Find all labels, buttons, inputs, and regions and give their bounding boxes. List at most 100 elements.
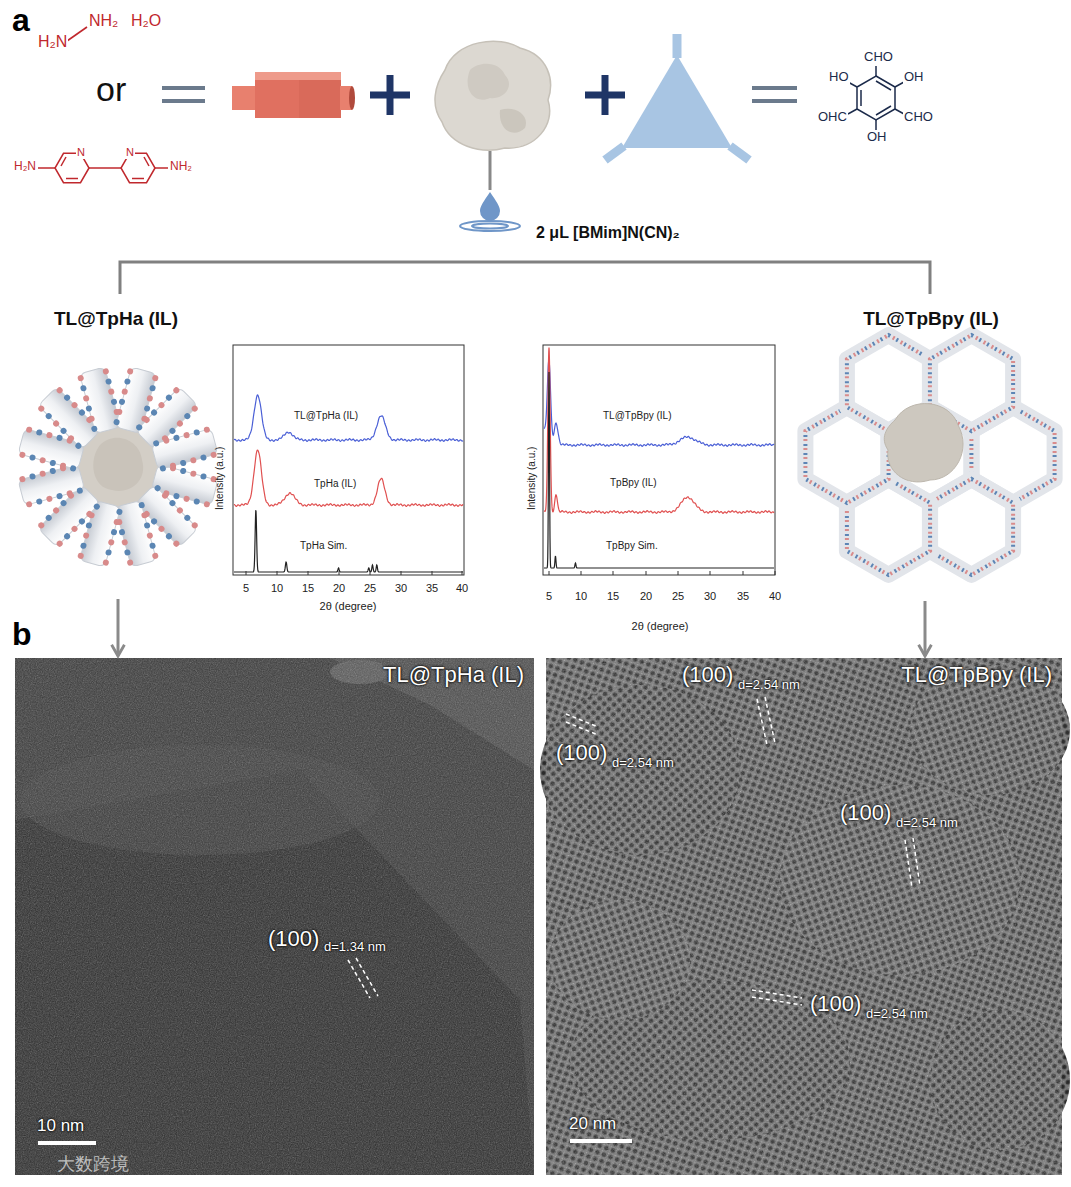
- atom-dot: [37, 404, 45, 412]
- atom-dot: [39, 457, 46, 464]
- atom-dot: [146, 395, 153, 402]
- trace-label: TpBpy Sim.: [606, 540, 658, 552]
- chem-label: OH: [903, 70, 925, 85]
- rect-shape: [15, 658, 534, 1175]
- tp-structure: [848, 66, 904, 130]
- atom-dot: [102, 368, 109, 375]
- atom-dot: [74, 442, 82, 450]
- atom-dot: [149, 385, 156, 392]
- atom-dot: [143, 522, 150, 529]
- lattice-label: (100): [682, 662, 733, 687]
- chem-label: OH: [866, 130, 888, 145]
- atom-dot: [203, 501, 210, 508]
- atom-dot: [124, 378, 131, 385]
- tick-label: 35: [737, 590, 749, 603]
- atom-dot: [82, 395, 89, 402]
- atom-dot: [39, 470, 46, 477]
- atom-dot: [69, 465, 76, 472]
- atom-dot: [180, 459, 187, 466]
- atom-dot: [80, 542, 87, 549]
- panel-title: TL@TpHa (IL): [54, 308, 178, 330]
- atom-dot: [93, 502, 101, 510]
- atom-dot: [152, 374, 159, 381]
- atom-dot: [135, 423, 143, 431]
- enzyme-blob: [884, 404, 963, 482]
- atom-dot: [19, 451, 26, 458]
- atom-dot: [25, 426, 32, 433]
- bond-line: [67, 27, 87, 41]
- atom-dot: [200, 454, 207, 461]
- d-spacing: d=2.54 nm: [896, 816, 958, 831]
- plus-sign: [370, 75, 410, 115]
- lattice-label: (100): [556, 740, 607, 765]
- cof-tube: [115, 500, 156, 567]
- enzyme-shade: [468, 64, 509, 100]
- axis-tick: [370, 571, 371, 575]
- atom-dot: [19, 475, 26, 482]
- atom-dot: [193, 429, 200, 436]
- illustration-panel: TL@TpBpy (IL): [800, 304, 1062, 598]
- tick-label: 10: [271, 582, 283, 595]
- line-shape: [905, 840, 912, 888]
- line-shape: [566, 722, 598, 735]
- atom-dot: [150, 517, 158, 525]
- atom-dot: [49, 459, 56, 466]
- axis-tick: [646, 571, 647, 575]
- cof-tube: [18, 464, 85, 505]
- line-shape: [752, 997, 802, 1005]
- line-shape: [570, 1139, 632, 1143]
- line-shape: [66, 178, 78, 180]
- atom-dot: [76, 487, 83, 494]
- axis-tick: [678, 571, 679, 575]
- atom-dot: [200, 473, 207, 480]
- tem-panel: TL@TpBpy (IL): [546, 658, 1062, 1175]
- atom-dot: [59, 499, 67, 507]
- line-shape: [356, 958, 378, 996]
- atom-dot: [203, 426, 210, 433]
- lattice-label: (100): [840, 800, 891, 825]
- d-spacing: d=2.54 nm: [738, 678, 800, 693]
- atom-dot: [88, 415, 95, 422]
- atom-dot: [44, 514, 52, 522]
- xrd-trace: [234, 395, 463, 441]
- line-shape: [848, 109, 857, 114]
- xrd-trace: [544, 372, 774, 568]
- chem-label: NH₂: [88, 12, 119, 30]
- linker-icon: [232, 72, 355, 118]
- line-shape: [752, 86, 797, 90]
- atom-dot: [121, 388, 128, 395]
- atom-dot: [121, 539, 128, 546]
- atom-dot: [78, 517, 86, 525]
- atom-dot: [110, 529, 117, 536]
- flow-arrow: [117, 599, 120, 656]
- atom-dot: [152, 552, 159, 559]
- line-shape: [566, 714, 598, 727]
- chem-label: CHO: [863, 50, 894, 65]
- atom-dot: [116, 508, 123, 515]
- atom-dot: [149, 542, 156, 549]
- atom-dot: [70, 525, 78, 533]
- atom-dot: [173, 492, 180, 499]
- line-shape: [752, 99, 797, 103]
- atom-dot: [173, 434, 180, 441]
- tick-label: 15: [607, 590, 619, 603]
- tem-panel: TL@TpHa (IL): [15, 658, 534, 1175]
- rect-shape: [232, 86, 256, 110]
- illustration-panel: TL@TpHa (IL): [10, 304, 222, 596]
- xrd-trace: [544, 360, 774, 446]
- atom-dot: [52, 506, 60, 514]
- line-shape: [38, 167, 55, 169]
- axis-tick: [277, 571, 278, 575]
- line-shape: [132, 178, 144, 180]
- line-shape: [913, 838, 920, 886]
- polygon-shape: [857, 76, 895, 120]
- chart-frame: [543, 345, 775, 575]
- atom-dot: [29, 473, 36, 480]
- flow-arrow: [924, 601, 927, 656]
- plus-sign: [585, 75, 625, 115]
- atom-dot: [124, 549, 131, 556]
- atom-dot: [180, 467, 187, 474]
- panel-title: TL@TpBpy (IL): [901, 662, 1052, 687]
- tpha-illustration: [17, 366, 218, 567]
- cof-channel: [77, 366, 124, 434]
